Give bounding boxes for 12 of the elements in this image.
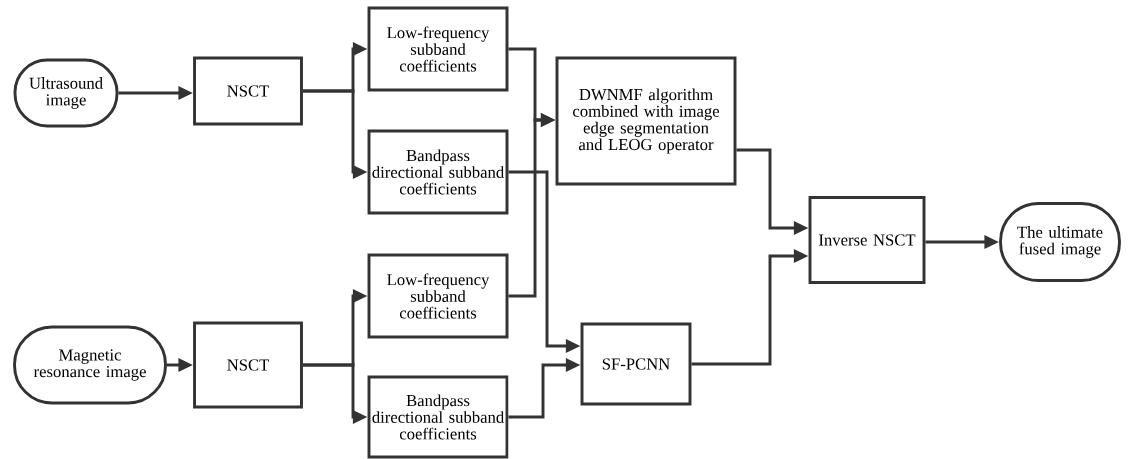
process-box: NSCT — [193, 321, 303, 409]
terminal-pill: Ultrasound image — [13, 58, 119, 128]
process-box: Inverse NSCT — [808, 196, 926, 284]
process-box: SF-PCNN — [580, 322, 692, 406]
process-box: Low-frequency subband coefficients — [367, 253, 509, 339]
process-box: Low-frequency subband coefficients — [367, 6, 509, 92]
process-box: DWNMF algorithm combined with image edge segmentation and LEOG operator — [555, 56, 737, 186]
process-box: Bandpass directional subband coefficients — [367, 129, 509, 215]
process-box: NSCT — [193, 56, 303, 126]
terminal-pill: Magnetic resonance image — [13, 325, 167, 405]
terminal-pill: The ultimate fused image — [999, 202, 1121, 282]
process-box: Bandpass directional subband coefficients — [367, 375, 509, 459]
